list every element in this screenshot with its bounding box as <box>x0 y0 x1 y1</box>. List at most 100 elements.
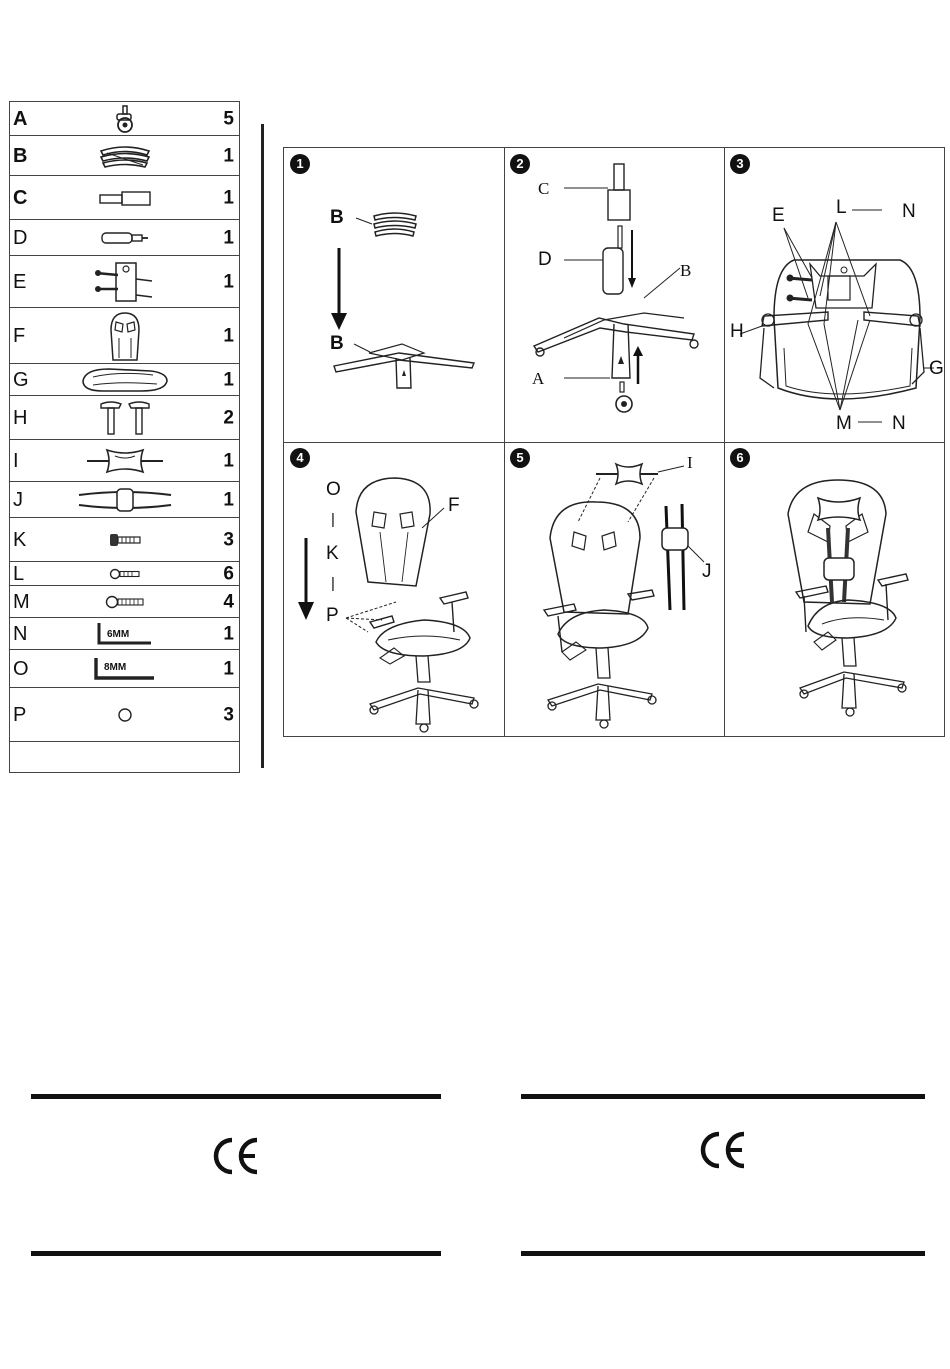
lumbar-pillow-icon <box>77 485 173 515</box>
assembled-chair-illustration <box>724 442 944 736</box>
part-qty: 1 <box>223 490 234 509</box>
backrest-icon <box>105 310 145 362</box>
part-letter: A <box>13 109 27 129</box>
step-5: 5 I J <box>504 442 725 736</box>
part-letter: D <box>13 228 27 248</box>
callout-g: G <box>929 359 944 378</box>
base-mechanism-illustration <box>284 148 504 442</box>
part-row-b: B 1 <box>10 136 239 176</box>
ce-block-right <box>521 1094 925 1256</box>
ce-block-left <box>31 1094 441 1256</box>
part-qty: 1 <box>223 146 234 165</box>
callout-f: F <box>448 496 460 515</box>
part-row-j: J 1 <box>10 482 239 518</box>
part-letter: O <box>13 659 29 679</box>
ce-mark-icon <box>697 1128 749 1172</box>
step-1: 1 B B <box>284 148 505 443</box>
vertical-divider <box>261 124 264 768</box>
gas-lift-cover-icon <box>97 188 153 208</box>
callout-e: E <box>772 206 785 225</box>
part-row-l: L 6 <box>10 562 239 586</box>
bolt-l-icon <box>109 568 141 580</box>
part-qty: 1 <box>223 624 234 643</box>
part-letter: N <box>13 624 27 644</box>
part-qty: 6 <box>223 564 234 583</box>
head-pillow-icon <box>85 446 165 476</box>
part-letter: K <box>13 530 26 550</box>
part-row-a: A 5 <box>10 102 239 136</box>
part-qty: 3 <box>223 530 234 549</box>
callout-n-top: N <box>902 202 916 221</box>
gas-cylinder-icon <box>100 230 150 246</box>
callout-b-bottom: B <box>330 334 344 353</box>
part-row-f: F 1 <box>10 308 239 364</box>
ce-bottom-rule <box>31 1251 441 1256</box>
part-qty: 2 <box>223 408 234 427</box>
part-letter: M <box>13 592 30 612</box>
part-row-o: O 8MM 1 <box>10 650 239 688</box>
step-3: 3 <box>724 148 945 443</box>
callout-b-top: B <box>330 208 344 227</box>
part-row-h: H 2 <box>10 396 239 440</box>
callout-i: I <box>687 454 693 471</box>
callout-a: A <box>532 370 544 387</box>
ce-mark-icon <box>210 1134 262 1178</box>
bolt-m-icon <box>105 595 145 609</box>
part-qty: 4 <box>223 592 234 611</box>
callout-n-bottom: N <box>892 414 906 433</box>
part-qty: 1 <box>223 272 234 291</box>
backrest-install-illustration <box>284 442 504 736</box>
part-row-i: I 1 <box>10 440 239 482</box>
tilt-mechanism-icon <box>97 141 153 171</box>
part-row-m: M 4 <box>10 586 239 618</box>
callout-p: P <box>326 606 339 625</box>
seat-plate-icon <box>92 259 158 305</box>
part-letter: H <box>13 408 27 428</box>
part-letter: G <box>13 370 29 390</box>
key-size-label: 6MM <box>107 629 129 640</box>
part-row-n: N 6MM 1 <box>10 618 239 650</box>
pillows-install-illustration <box>504 442 724 736</box>
key-size-label: 8MM <box>104 662 126 673</box>
ce-top-rule <box>31 1094 441 1099</box>
allen-key-8mm-icon: 8MM <box>92 656 158 682</box>
callout-c: C <box>538 180 549 197</box>
part-row-e: E 1 <box>10 256 239 308</box>
assembly-steps: 1 B B 2 <box>283 147 945 737</box>
gas-lift-illustration <box>504 148 724 442</box>
part-letter: B <box>13 146 27 166</box>
callout-o: O <box>326 480 341 499</box>
step-6: 6 <box>724 442 945 736</box>
part-letter: F <box>13 326 25 346</box>
ce-bottom-rule <box>521 1251 925 1256</box>
part-row-g: G 1 <box>10 364 239 396</box>
callout-h: H <box>730 322 744 341</box>
part-qty: 1 <box>223 326 234 345</box>
part-qty: 1 <box>223 370 234 389</box>
seat-cushion-icon <box>79 365 171 395</box>
part-qty: 1 <box>223 188 234 207</box>
allen-key-6mm-icon: 6MM <box>95 621 155 647</box>
part-letter: C <box>13 188 27 208</box>
part-letter: I <box>13 451 19 471</box>
callout-j: J <box>702 562 712 581</box>
part-qty: 3 <box>223 705 234 724</box>
callout-separator: | <box>331 576 335 591</box>
callout-l: L <box>836 198 847 217</box>
part-letter: E <box>13 272 26 292</box>
part-letter: J <box>13 490 23 510</box>
part-qty: 1 <box>223 659 234 678</box>
washer-icon <box>117 707 133 723</box>
part-qty: 1 <box>223 451 234 470</box>
callout-k: K <box>326 544 339 563</box>
part-row-d: D 1 <box>10 220 239 256</box>
parts-list: A 5 B 1 C 1 D 1 <box>9 101 240 773</box>
bolt-k-icon <box>108 532 142 548</box>
part-row-c: C 1 <box>10 176 239 220</box>
callout-m: M <box>836 414 852 433</box>
callout-separator: | <box>331 512 335 527</box>
part-qty: 5 <box>223 109 234 128</box>
part-letter: L <box>13 564 24 584</box>
part-qty: 1 <box>223 228 234 247</box>
step-2: 2 C D B A <box>504 148 725 443</box>
